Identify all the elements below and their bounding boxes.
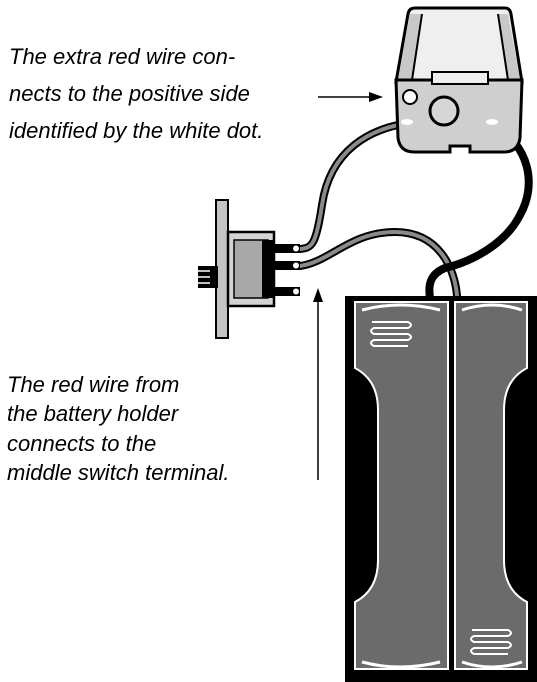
battery-cell-left bbox=[354, 301, 449, 670]
spring-contact-bottom bbox=[470, 629, 512, 655]
switch-annotation-line-4: middle switch terminal. bbox=[7, 460, 230, 485]
positive-white-dot bbox=[402, 89, 418, 105]
motor-pointer-arrowhead bbox=[369, 92, 383, 102]
spring-contact-top bbox=[370, 321, 412, 347]
annotation-arrows bbox=[313, 92, 383, 480]
motor-annotation-line-2: nects to the positive side bbox=[9, 81, 250, 106]
slide-switch-icon bbox=[198, 199, 300, 339]
switch-terminals bbox=[274, 244, 300, 296]
motor-annotation: The extra red wire con- nects to the pos… bbox=[9, 44, 263, 143]
dc-motor-icon bbox=[394, 6, 524, 154]
motor-annotation-line-3: identified by the white dot. bbox=[9, 118, 263, 143]
switch-annotation-line-2: the battery holder bbox=[7, 401, 180, 426]
wires bbox=[296, 119, 533, 302]
battery-holder-icon bbox=[345, 296, 537, 682]
motor-to-battery-wire bbox=[425, 120, 533, 302]
battery-cell-right bbox=[454, 301, 528, 670]
motor-shaft bbox=[428, 95, 460, 127]
switch-annotation: The red wire from the battery holder con… bbox=[7, 372, 230, 485]
switch-annotation-line-3: connects to the bbox=[7, 431, 156, 456]
motor-annotation-line-1: The extra red wire con- bbox=[9, 44, 235, 69]
switch-annotation-line-1: The red wire from bbox=[7, 372, 179, 397]
switch-pointer-arrowhead bbox=[313, 288, 323, 302]
motor-end-face bbox=[394, 78, 524, 154]
